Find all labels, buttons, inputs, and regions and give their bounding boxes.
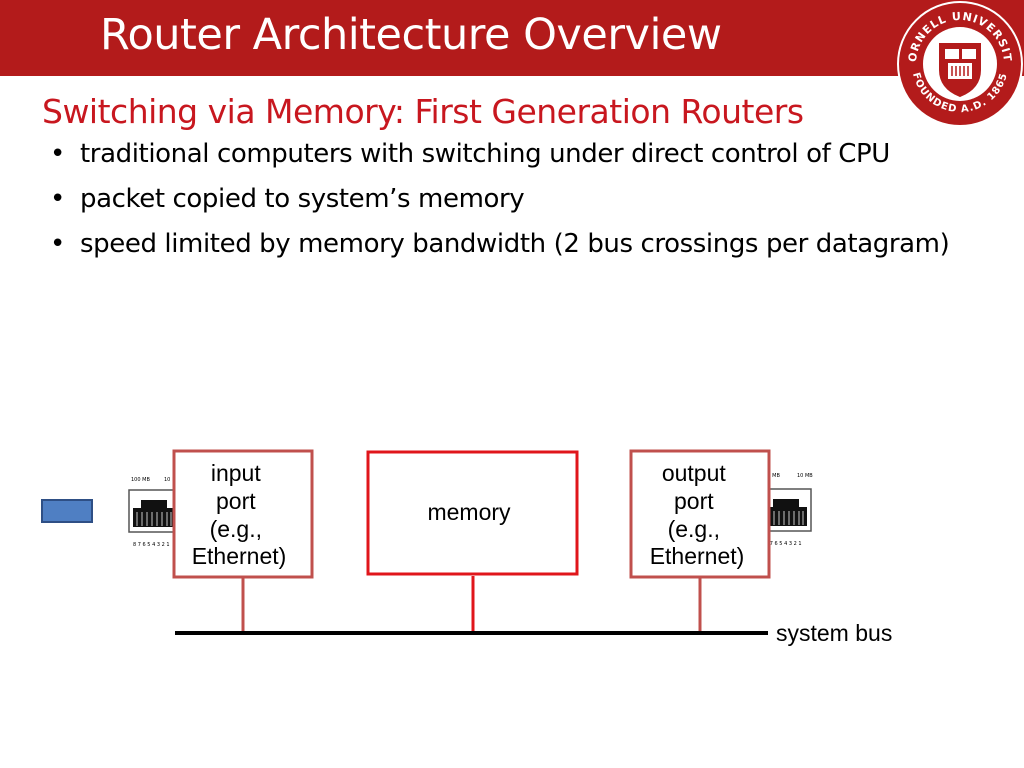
bullet-dot-icon: • — [50, 139, 65, 169]
title-bar — [0, 0, 1024, 76]
bullet-item: •packet copied to system’s memory — [50, 181, 990, 218]
input-port-box — [172, 449, 314, 579]
slide-subtitle: Switching via Memory: First Generation R… — [42, 92, 804, 131]
input-port-label: input port (e.g., Ethernet) — [192, 460, 287, 569]
bullet-dot-icon: • — [50, 184, 65, 214]
memory-label: memory — [427, 499, 511, 525]
cornell-seal-logo: CORNELL UNIVERSITY FOUNDED A.D. 1865 — [896, 0, 1023, 127]
system-bus-label: system bus — [776, 620, 892, 646]
svg-text:8 7 6 5 4 3 2 1: 8 7 6 5 4 3 2 1 — [765, 541, 802, 547]
svg-text:8 7 6 5 4 3 2 1: 8 7 6 5 4 3 2 1 — [133, 542, 170, 548]
bullet-dot-icon: • — [50, 229, 65, 259]
output-port-box — [629, 449, 771, 579]
svg-text:100 MB: 100 MB — [761, 473, 780, 479]
output-port-label: output port (e.g., Ethernet) — [650, 460, 745, 569]
svg-text:10 MB: 10 MB — [797, 473, 813, 479]
svg-text:100 MB: 100 MB — [131, 477, 150, 483]
bullet-item: •traditional computers with switching un… — [50, 136, 990, 173]
packet-shape — [41, 499, 93, 523]
memory-box — [366, 450, 579, 576]
bullet-list: •traditional computers with switching un… — [50, 136, 990, 271]
svg-text:10 MB: 10 MB — [164, 477, 180, 483]
bullet-item: • speed limited by memory bandwidth (2 b… — [50, 226, 990, 263]
page-title: Router Architecture Overview — [100, 10, 722, 60]
